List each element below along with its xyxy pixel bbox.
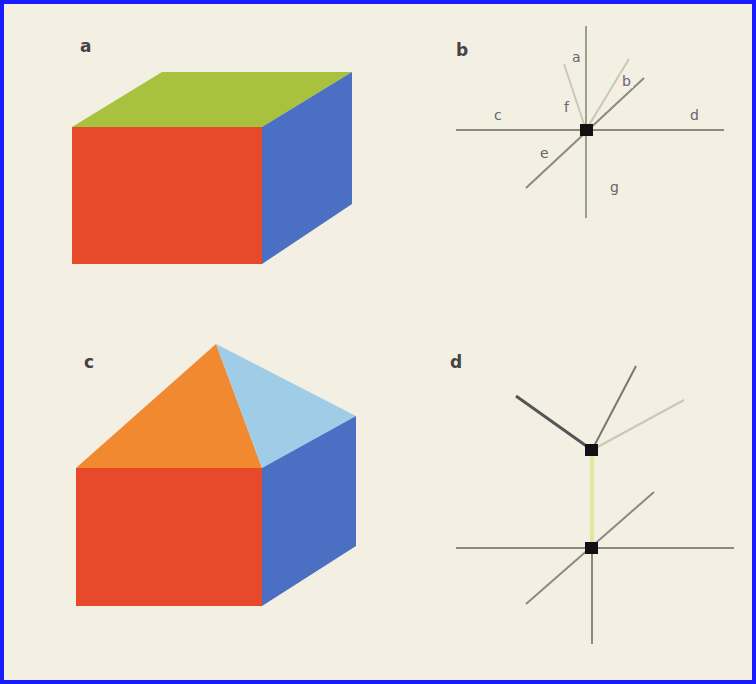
house-front (76, 468, 262, 606)
edge-label: c (492, 108, 504, 122)
edge-label: a (570, 50, 583, 64)
edge-label: d (688, 108, 701, 122)
vertex-node (585, 542, 598, 554)
panel-letter: a (80, 38, 91, 55)
edge-label: e (538, 146, 551, 160)
illustration (4, 4, 752, 680)
house-side (262, 416, 356, 606)
edge-label: b (620, 74, 633, 88)
vertex-node (585, 444, 598, 456)
vertex-graph-b (456, 26, 724, 218)
panel-letter: d (450, 354, 462, 371)
house-shape (76, 344, 356, 606)
vertex-graph-d (456, 366, 734, 644)
cuboid-side (262, 72, 352, 264)
cuboid (72, 72, 352, 264)
cuboid-front (72, 127, 262, 264)
panel-letter: c (84, 354, 94, 371)
edge-label: g (608, 180, 621, 194)
vertex-node (580, 124, 593, 136)
panel-letter: b (456, 42, 468, 59)
edge-label: f (562, 100, 571, 114)
